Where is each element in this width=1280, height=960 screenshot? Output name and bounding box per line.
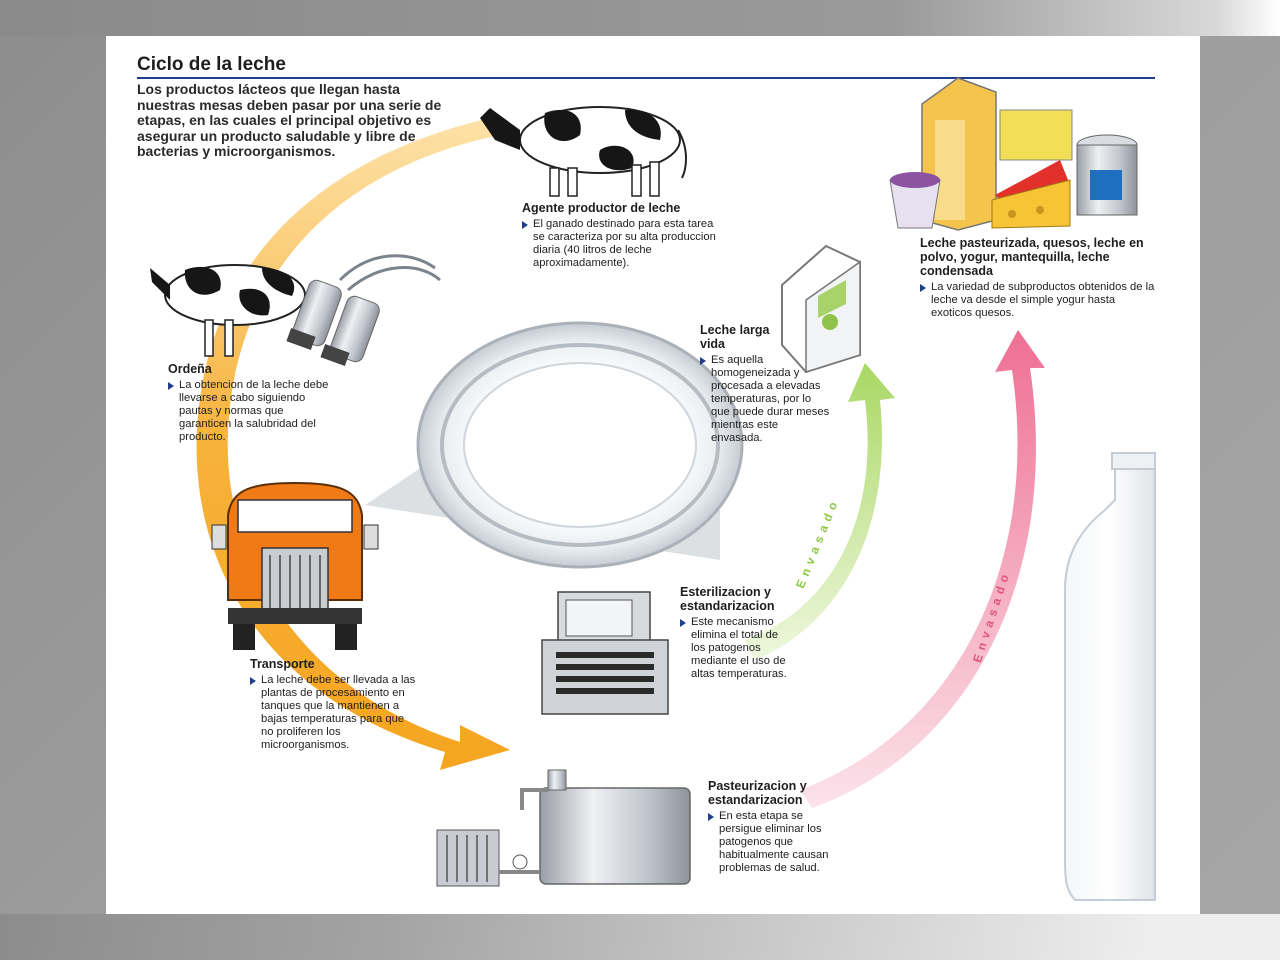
stage-transporte-title: Transporte — [250, 657, 315, 671]
stage-pasteurizacion-text: En esta etapa se persigue eliminar los p… — [708, 810, 848, 875]
slide-bottom-band — [0, 914, 1280, 960]
slide-top-band — [0, 0, 1280, 36]
stage-agente-text: El ganado destinado para esta tarea se c… — [522, 218, 722, 270]
stage-ordena-text: La obtencion de la leche debe llevarse a… — [168, 379, 338, 444]
stage-larga-vida: Leche larga vida Es aquella homogeneizad… — [700, 323, 830, 445]
stage-larga-vida-title: Leche larga vida — [700, 323, 770, 351]
stage-esterilizacion: Esterilizacion y estandarizacion Este me… — [680, 585, 805, 681]
stage-subproductos: Leche pasteurizada, quesos, leche en pol… — [920, 236, 1156, 320]
stage-transporte-text: La leche debe ser llevada a las plantas … — [250, 674, 418, 752]
stage-subproductos-text: La variedad de subproductos obtenidos de… — [920, 281, 1156, 320]
stage-esterilizacion-title: Esterilizacion y estandarizacion — [680, 585, 775, 613]
stage-subproductos-title: Leche pasteurizada, quesos, leche en pol… — [920, 236, 1144, 278]
stage-pasteurizacion: Pasteurizacion y estandarizacion En esta… — [708, 779, 848, 875]
stage-agente: Agente productor de leche El ganado dest… — [522, 201, 722, 270]
stage-larga-vida-text: Es aquella homogeneizada y procesada a e… — [700, 354, 830, 445]
stage-pasteurizacion-title: Pasteurizacion y estandarizacion — [708, 779, 807, 807]
stage-ordena-title: Ordeña — [168, 362, 212, 376]
stage-ordena: Ordeña La obtencion de la leche debe lle… — [168, 362, 338, 444]
stage-agente-title: Agente productor de leche — [522, 201, 681, 215]
stage-esterilizacion-text: Este mecanismo elimina el total de los p… — [680, 616, 791, 681]
stage-transporte: Transporte La leche debe ser llevada a l… — [250, 657, 418, 752]
intro-text: Los productos lácteos que llegan hasta n… — [137, 81, 442, 159]
page-title: Ciclo de la leche — [137, 54, 286, 75]
